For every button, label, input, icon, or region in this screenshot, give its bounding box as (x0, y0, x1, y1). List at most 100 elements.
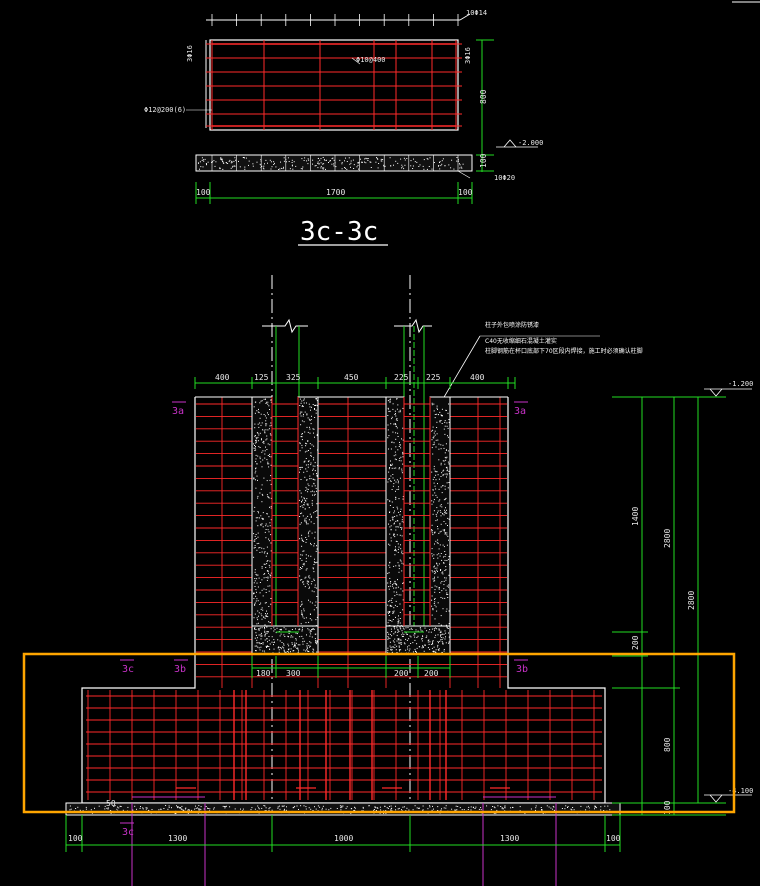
speckle-dot (432, 642, 433, 644)
speckle-dot (402, 166, 404, 168)
speckle-dot (395, 805, 396, 807)
speckle-dot (85, 806, 87, 808)
speckle-dot (283, 643, 285, 645)
speckle-dot (398, 646, 400, 648)
speckle-dot (309, 631, 311, 633)
speckle-dot (280, 647, 282, 648)
speckle-dot (321, 809, 323, 811)
speckle-dot (306, 503, 308, 505)
speckle-dot (442, 158, 444, 160)
speckle-dot (295, 638, 297, 640)
speckle-dot (259, 649, 261, 651)
speckle-dot (309, 406, 311, 408)
speckle-dot (316, 474, 318, 476)
speckle-dot (348, 157, 350, 159)
speckle-dot (308, 159, 310, 161)
speckle-dot (389, 600, 391, 602)
speckle-dot (395, 526, 397, 528)
speckle-dot (384, 806, 386, 807)
speckle-dot (257, 479, 258, 481)
speckle-dot (300, 436, 302, 438)
speckle-dot (309, 635, 311, 637)
speckle-dot (267, 162, 268, 164)
speckle-dot (295, 632, 297, 634)
top-dimension-ticks (194, 377, 516, 389)
speckle-dot (262, 643, 264, 645)
speckle-dot (399, 627, 401, 629)
speckle-dot (258, 615, 259, 617)
speckle-dot (305, 490, 307, 492)
speckle-dot (432, 640, 434, 642)
speckle-dot (305, 569, 307, 571)
speckle-dot (459, 164, 461, 166)
speckle-dot (384, 165, 386, 167)
speckle-dot (308, 599, 309, 601)
speckle-dot (260, 632, 262, 634)
speckle-dot (444, 485, 446, 487)
speckle-dot (308, 807, 310, 809)
speckle-dot (422, 810, 424, 812)
speckle-dot (377, 167, 379, 169)
speckle-dot (258, 547, 260, 549)
speckle-dot (441, 808, 442, 810)
speckle-dot (309, 432, 311, 434)
speckle-dot (254, 569, 256, 571)
speckle-dot (258, 808, 260, 810)
speckle-dot (259, 643, 261, 645)
speckle-dot (299, 405, 301, 406)
left-stirrup-label: Φ12@200(6) (144, 106, 186, 114)
speckle-dot (266, 638, 268, 640)
speckle-dot (441, 559, 443, 561)
speckle-dot (301, 433, 303, 434)
speckle-dot (261, 451, 263, 453)
speckle-dot (228, 160, 230, 162)
speckle-dot (446, 593, 448, 595)
speckle-dot (441, 639, 443, 640)
speckle-dot (432, 489, 434, 491)
speckle-dot (306, 479, 308, 481)
section-mark-3c-lower: 3c (122, 827, 134, 838)
speckle-dot (311, 532, 313, 534)
speckle-dot (394, 451, 396, 453)
speckle-dot (404, 643, 406, 645)
speckle-dot (425, 637, 427, 638)
speckle-dot (439, 411, 441, 413)
speckle-dot (306, 470, 308, 472)
speckle-dot (256, 623, 258, 625)
speckle-dot (145, 807, 147, 809)
speckle-dot (446, 467, 448, 469)
speckle-dot (306, 580, 308, 582)
speckle-dot (440, 486, 442, 488)
dim-left-100: 100 (196, 188, 211, 197)
speckle-dot (320, 162, 322, 164)
speckle-dot (356, 166, 358, 168)
speckle-dot (314, 165, 316, 167)
speckle-dot (306, 582, 308, 584)
speckle-dot (257, 619, 259, 621)
speckle-dot (438, 548, 440, 550)
speckle-dot (438, 448, 440, 450)
speckle-dot (312, 428, 314, 430)
speckle-dot (331, 158, 333, 160)
speckle-dot (289, 168, 291, 170)
speckle-dot (422, 646, 424, 648)
speckle-dot (304, 518, 306, 520)
speckle-dot (381, 160, 383, 162)
speckle-dot (142, 808, 144, 810)
speckle-dot (303, 502, 305, 504)
speckle-dot (428, 631, 430, 633)
speckle-dot (309, 420, 311, 421)
speckle-dot (391, 489, 393, 490)
speckle-dot (444, 533, 446, 535)
speckle-dot (267, 496, 269, 497)
speckle-dot (325, 168, 326, 170)
speckle-dot (117, 806, 118, 808)
speckle-dot (300, 424, 302, 426)
speckle-dot (146, 807, 148, 809)
speckle-dot (306, 414, 308, 416)
speckle-dot (389, 805, 390, 807)
speckle-dot (301, 614, 303, 616)
speckle-dot (307, 461, 309, 463)
speckle-dot (254, 447, 256, 449)
speckle-dot (254, 603, 256, 605)
